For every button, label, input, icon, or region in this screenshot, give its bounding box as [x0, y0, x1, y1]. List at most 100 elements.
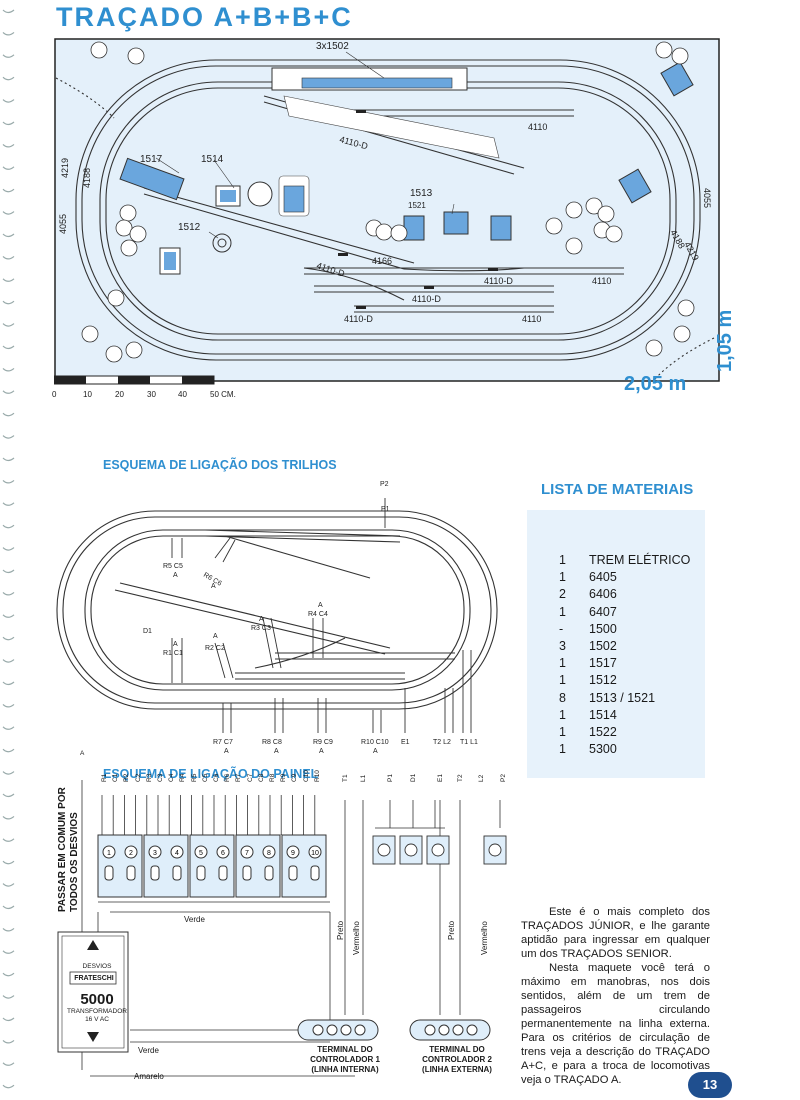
- label-1517: 1517: [140, 154, 163, 165]
- scale-tick-10: 10: [83, 390, 92, 399]
- track-label-a4: A: [213, 633, 218, 640]
- track-label-r9c9: R9 C9: [313, 739, 333, 746]
- label-1514: 1514: [201, 154, 224, 165]
- track-label-a6: A: [318, 602, 323, 609]
- panel-wire-label: R3: [145, 773, 153, 782]
- label-1521: 1521: [408, 201, 426, 210]
- track-label-d1: D1: [143, 628, 152, 635]
- panel-wire-label: R10: [313, 770, 321, 782]
- material-qty: 1: [559, 604, 566, 619]
- material-qty: 3: [559, 639, 566, 653]
- transformer-type: TRANSFORMADOR: [67, 1008, 127, 1015]
- verde-bottom-label: Verde: [138, 1046, 159, 1055]
- panel-wire-label: R6: [224, 773, 232, 782]
- page-number: 13: [688, 1072, 732, 1098]
- description-p2: Nesta maquete você terá o máximo em mano…: [521, 962, 710, 1086]
- switch-number: 7: [245, 850, 249, 857]
- switch-number: 2: [129, 850, 133, 857]
- scale-tick-20: 20: [115, 390, 124, 399]
- material-name: 1517: [589, 656, 617, 671]
- material-name: 5300: [589, 742, 617, 757]
- track-label-r1c1: R1 C1: [163, 650, 183, 657]
- panel-wire-label: L2: [478, 774, 485, 782]
- track-label-r3c3: R3 C3: [251, 625, 271, 632]
- transformer-voltage: 16 V AC: [85, 1016, 109, 1023]
- track-label-a9: A: [319, 748, 324, 755]
- material-qty: 1: [559, 742, 566, 757]
- panel-wire-label: D1: [410, 773, 417, 782]
- track-label-r2c2: R2 C2: [205, 645, 225, 652]
- transformer-desvios: DESVIOS: [82, 963, 112, 970]
- verde-top-label: Verde: [184, 915, 205, 924]
- transformer-brand: FRATESCHI: [74, 975, 114, 982]
- panel-scheme-title: ESQUEMA DE LIGAÇÃO DO PAINEL: [103, 767, 319, 781]
- panel-wire-label: C2: [134, 773, 142, 782]
- switch-number: 9: [291, 850, 295, 857]
- switch-number: 10: [311, 850, 319, 857]
- panel-wire-label: C5: [201, 773, 209, 782]
- amarelo-label: Amarelo: [134, 1072, 164, 1081]
- material-name: 6405: [589, 570, 617, 585]
- track-label-a1: A: [173, 572, 178, 579]
- track-label-r7c7: R7 C7: [213, 739, 233, 746]
- terminal-2-label: TERMINAL DO CONTROLADOR 2 (LINHA EXTERNA…: [422, 1045, 492, 1074]
- material-name: 1514: [589, 707, 617, 722]
- panel-wire-label: P2: [500, 774, 507, 782]
- material-qty: -: [559, 621, 564, 636]
- material-qty: 1: [559, 725, 566, 739]
- vermelho2-label: Vermelho: [480, 921, 489, 955]
- track-label-p2: P2: [380, 481, 389, 488]
- track-label-t2l2: T2 L2: [433, 739, 451, 746]
- material-name: 6406: [589, 587, 617, 602]
- label-4219-left: 4219: [60, 158, 70, 178]
- vermelho1-label: Vermelho: [352, 921, 361, 955]
- terminal-1-label: TERMINAL DO CONTROLADOR 1 (LINHA INTERNA…: [310, 1045, 380, 1074]
- scale-tick-0: 0: [52, 390, 57, 399]
- material-name: 6407: [589, 604, 617, 619]
- label-4110d-b: 4110-D: [412, 294, 441, 304]
- track-label-r8c8: R8 C8: [262, 739, 282, 746]
- spiral-binding: [2, 9, 15, 1089]
- label-4188-left: 4188: [82, 168, 92, 188]
- label-4055-left: 4055: [58, 214, 68, 234]
- label-4166: 4166: [372, 256, 392, 266]
- panel-wire-label: C9: [291, 773, 299, 782]
- label-4110-top: 4110: [528, 122, 547, 132]
- materials-box: [527, 510, 705, 778]
- panel-wire-label: C3: [157, 773, 164, 782]
- track-label-r10c10: R10 C10: [361, 739, 389, 746]
- switch-number: 8: [267, 850, 271, 857]
- switch-number: 1: [107, 850, 111, 857]
- preto1-label: Preto: [336, 920, 345, 940]
- label-4110d-c: 4110-D: [344, 314, 373, 324]
- label-4110-a: 4110: [592, 276, 611, 286]
- material-qty: 2: [559, 587, 566, 602]
- track-label-a10: A: [373, 748, 378, 755]
- track-scheme-diagram: P2 P1 R5 C5 A R6 C6 A D1 R1 C1 A R2 C2 A…: [56, 481, 498, 755]
- panel-wire-label: C10: [302, 770, 310, 782]
- transformer-model: 5000: [80, 991, 114, 1008]
- track-label-a7: A: [224, 748, 229, 755]
- panel-wire-label: C8: [257, 773, 265, 782]
- switch-number: 3: [153, 850, 157, 857]
- material-name: 1502: [589, 639, 617, 653]
- material-qty: 1: [559, 656, 566, 671]
- panel-wire-label: T2: [457, 774, 464, 782]
- panel-wire-label: R8: [269, 773, 276, 782]
- track-label-a8: A: [274, 748, 279, 755]
- track-label-t1l1: T1 L1: [460, 739, 478, 746]
- label-4110-c: 4110: [522, 314, 541, 324]
- label-top-buildings: 3x1502: [316, 41, 349, 52]
- material-name: 1500: [589, 621, 617, 636]
- label-1512: 1512: [178, 222, 201, 233]
- track-label-p1: P1: [381, 506, 390, 513]
- panel-wire-label: R4: [179, 773, 187, 782]
- track-label-a3: A: [173, 641, 178, 648]
- panel-a-label: A: [80, 750, 85, 757]
- panel-wire-label: P1: [387, 774, 394, 782]
- panel-wire-label: C6: [213, 773, 220, 782]
